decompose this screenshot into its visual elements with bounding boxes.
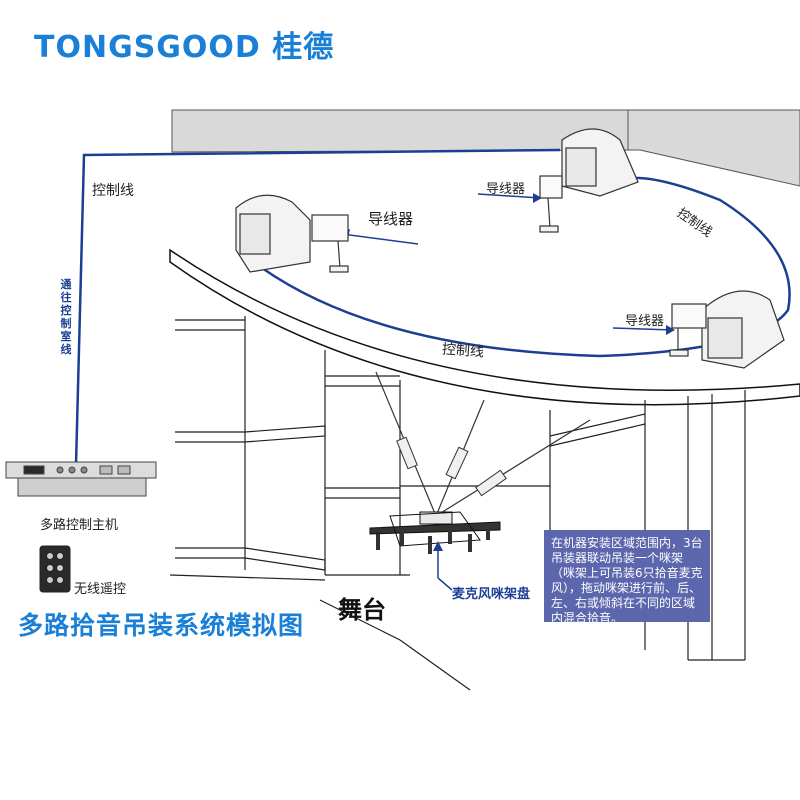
remote-label: 无线遥控 — [74, 582, 127, 597]
guide-arrowhead-3 — [666, 325, 675, 335]
info-box: 在机器安装区域范围内，3台吊装器联动吊装一个咪架（咪架上可吊装6只拾音麦克风），… — [544, 530, 710, 625]
guide-label-2: 导线器 — [486, 182, 526, 197]
guide-arrow-2 — [477, 193, 541, 199]
brand-logo: TONGSGOOD 桂德 — [34, 30, 335, 65]
rack-label: 多路控制主机 — [40, 518, 119, 533]
guide-arrowhead-2 — [533, 193, 542, 203]
wire-weights — [396, 436, 507, 497]
mic-arrowhead — [433, 541, 443, 551]
diagram-title: 多路拾音吊装系统模拟图 — [18, 611, 305, 640]
mic-tray-label: 麦克风咪架盘 — [452, 587, 531, 602]
wireless-remote — [39, 545, 71, 593]
stage-label: 舞台 — [338, 596, 386, 624]
control-line-label-bottom: 控制线 — [441, 341, 485, 361]
microphones — [376, 526, 490, 554]
ceiling-panel — [171, 109, 800, 187]
curved-platform — [169, 248, 800, 406]
guide-label-1: 导线器 — [368, 210, 414, 228]
mic-arrow-leg — [437, 577, 453, 591]
guide-arrow-3 — [612, 327, 674, 331]
control-line-label-left: 控制线 — [92, 183, 134, 199]
mic-tray — [369, 511, 501, 547]
rack-controller — [5, 461, 157, 497]
hoist-unit-3 — [669, 290, 785, 369]
hoist-unit-1 — [235, 194, 349, 273]
control-room-label: 通往控制室线 — [60, 278, 72, 356]
guide-arrow-1 — [341, 233, 419, 245]
hoist-unit-2 — [539, 128, 639, 233]
guide-label-3: 导线器 — [625, 314, 665, 329]
